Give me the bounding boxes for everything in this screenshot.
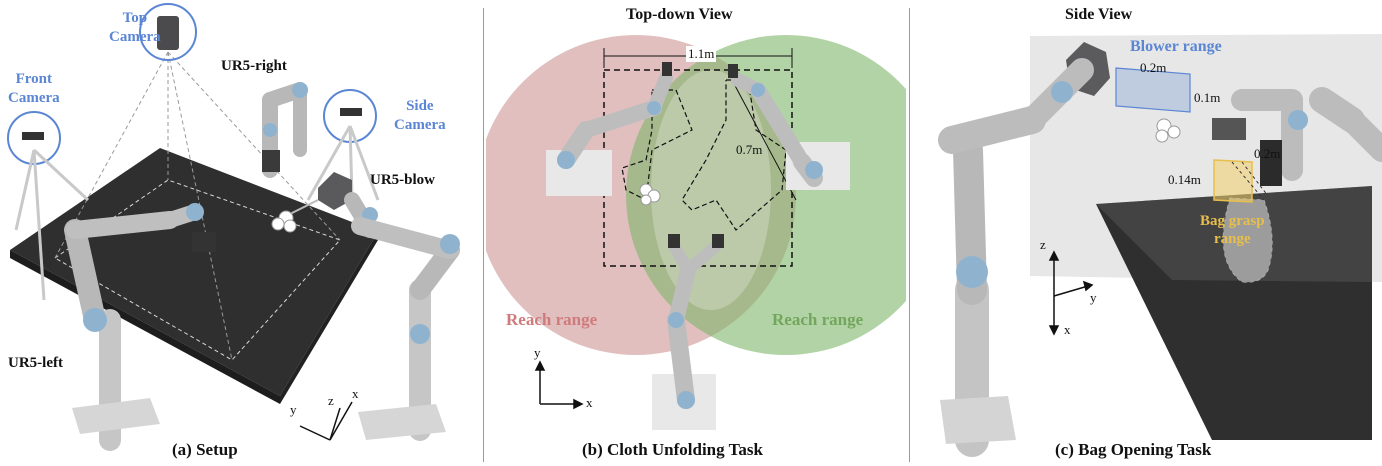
side-camera-label-line1: Side xyxy=(406,98,434,114)
side-camera-body xyxy=(340,108,362,116)
topdown-axis-x: x xyxy=(586,395,593,410)
side-axis-y: y xyxy=(1090,290,1097,305)
side-illustration xyxy=(938,34,1382,457)
setup-axis-x: x xyxy=(352,386,359,401)
bag-grasp-range-box xyxy=(1213,159,1253,203)
setup-illustration xyxy=(7,3,460,451)
bag-grasp-label-line2: range xyxy=(1213,231,1251,247)
ur5-left-label: UR5-left xyxy=(8,355,63,371)
reach-range-left-label: Reach range xyxy=(506,310,598,329)
width-label: 1.1m xyxy=(686,46,717,62)
reach-range-right xyxy=(626,35,906,355)
bag-grasp-range-label: Bag grasp range xyxy=(1200,212,1265,248)
right-arm-topdown xyxy=(728,64,850,190)
side-camera-label: Side Camera xyxy=(394,97,446,135)
topdown-axes xyxy=(534,360,584,410)
caption-setup: (a) Setup xyxy=(172,440,238,459)
top-camera-label-line2: Camera xyxy=(109,29,161,45)
reach-radius-line xyxy=(731,79,797,201)
front-camera-label-line1: Front xyxy=(15,71,53,87)
panel-setup: Top Camera Front Camera Side Camera UR5-… xyxy=(0,0,480,466)
side-axis-z: z xyxy=(1040,237,1046,252)
side-left-arm xyxy=(938,58,1094,457)
reach-overlap xyxy=(651,70,771,310)
side-axes xyxy=(1048,250,1094,336)
side-right-arm xyxy=(1212,87,1382,186)
setup-axis-z: z xyxy=(328,393,334,408)
top-camera-highlight xyxy=(139,3,197,61)
topdown-heading: Top-down View xyxy=(626,6,733,23)
grasp-height-label: 0.14m xyxy=(1168,172,1201,187)
ur5-left-arm xyxy=(64,203,216,451)
caption-bag: (c) Bag Opening Task xyxy=(1055,440,1212,459)
reach-range-right-label: Reach range xyxy=(772,310,864,329)
panel-cloth: Top-down View 1.1m 0.7m Reach range Reac… xyxy=(486,0,906,466)
front-camera-label: Front Camera xyxy=(8,70,60,108)
side-camera-label-line2: Camera xyxy=(394,117,446,133)
divider-left xyxy=(483,8,484,462)
table-surface xyxy=(10,148,378,396)
side-axis-x: x xyxy=(1064,322,1071,337)
divider-right xyxy=(909,8,910,462)
work-area xyxy=(54,179,341,361)
blower-range-box xyxy=(1115,67,1191,113)
top-camera-label-line1: Top xyxy=(122,10,148,26)
grasp-rays xyxy=(1231,161,1269,201)
top-camera-label: Top Camera xyxy=(109,9,161,47)
grasp-width-label: 0.2m xyxy=(1254,146,1281,161)
ur5-front-right-arm xyxy=(351,217,460,441)
front-camera-label-line2: Camera xyxy=(8,90,60,106)
ur5-right-arm xyxy=(262,82,308,178)
ur5-blow-arm xyxy=(271,172,378,238)
table-edge-right xyxy=(280,232,378,404)
blower-width-label: 0.2m xyxy=(1140,60,1167,75)
ur5-blow-label: UR5-blow xyxy=(370,172,436,188)
reach-radius-label: 0.7m xyxy=(736,142,763,157)
blower-range-label: Blower range xyxy=(1130,38,1222,55)
setup-axes xyxy=(299,401,353,441)
blower-height-label: 0.1m xyxy=(1194,90,1221,105)
top-camera-body xyxy=(157,16,179,50)
topdown-illustration xyxy=(486,35,906,430)
front-tripod xyxy=(14,148,90,301)
table-surface-side xyxy=(1096,186,1372,440)
setup-axis-y: y xyxy=(290,402,297,417)
ur5-right-label: UR5-right xyxy=(221,58,287,74)
bag-grasp-label-line1: Bag grasp xyxy=(1200,213,1265,229)
blower-arm-topdown xyxy=(639,183,724,430)
left-arm-topdown xyxy=(546,62,673,196)
bag-outline xyxy=(1222,197,1273,283)
topdown-axis-y: y xyxy=(534,345,541,360)
front-camera-body xyxy=(22,132,44,140)
panel-bag: Side View Blower range 0.2m 0.1m 0.2m 0.… xyxy=(912,0,1382,466)
caption-cloth: (b) Cloth Unfolding Task xyxy=(582,440,763,459)
side-view-heading: Side View xyxy=(1065,6,1133,23)
